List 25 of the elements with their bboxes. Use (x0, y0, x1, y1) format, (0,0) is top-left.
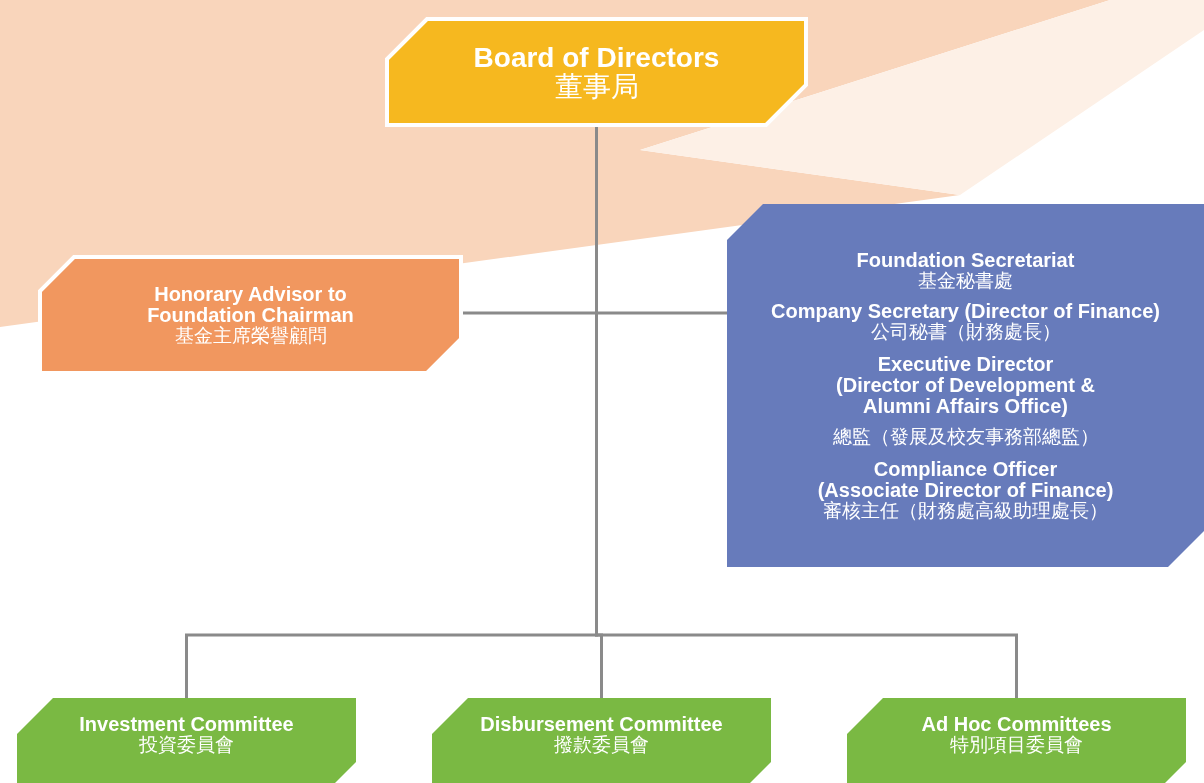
chinese-title: 董事局 (554, 72, 639, 102)
english-title: Honorary Advisor to Foundation Chairman (146, 284, 355, 327)
english-title: Compliance Officer (873, 458, 1058, 480)
english-title: Board of Directors (473, 42, 720, 72)
english-title: Ad Hoc Committees (921, 714, 1112, 735)
chinese-title: 審核主任（財務處高級助理處長） (823, 500, 1108, 521)
chinese-title: 基金秘書處 (918, 271, 1013, 292)
secretariat-box (727, 204, 1204, 567)
english-title: (Director of Development & Alumni Affairs Office) (835, 375, 1096, 417)
english-title: Investment Committee (79, 714, 294, 735)
chinese-title: 基金主席榮譽顧問 (174, 326, 327, 346)
chinese-title: 投資委員會 (139, 735, 234, 755)
chinese-title: 總監（發展及校友事務部總監） (832, 427, 1099, 447)
committee-box (432, 698, 771, 783)
chinese-title: 特別項目委員會 (950, 735, 1083, 755)
committee-box (17, 698, 356, 783)
chinese-title: 公司秘書（財務處長） (870, 322, 1061, 342)
board-box (385, 17, 808, 127)
chinese-title: 撥款委員會 (554, 735, 649, 755)
english-title: Disbursement Committee (480, 714, 723, 735)
english-title: (Associate Director of Finance) (817, 479, 1114, 501)
committee-box (847, 698, 1186, 783)
english-title: Company Secretary (Director of Finance) (771, 301, 1160, 323)
english-title: Executive Director (877, 354, 1054, 375)
english-title: Foundation Secretariat (856, 250, 1075, 272)
